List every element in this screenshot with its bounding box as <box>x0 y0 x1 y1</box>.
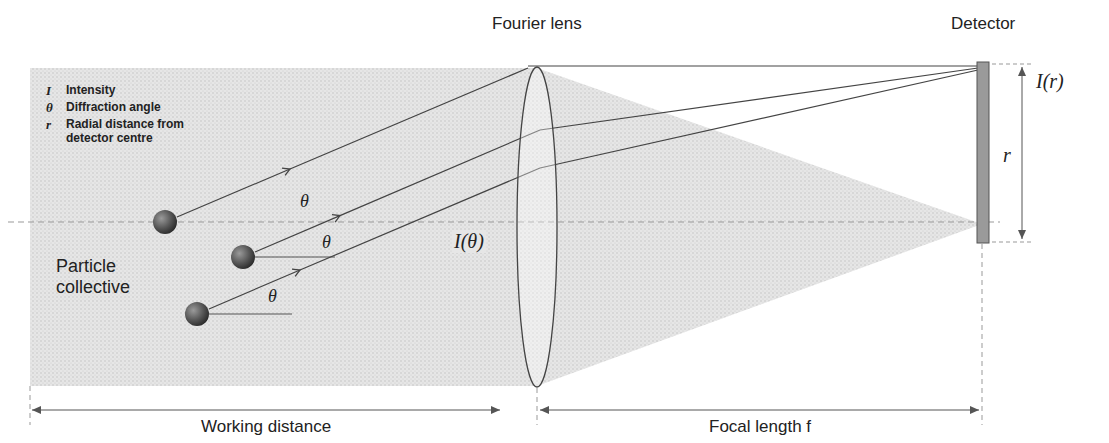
light-ray <box>209 168 540 309</box>
guide-line <box>30 386 31 425</box>
guide-line <box>982 244 983 425</box>
focused-cone <box>537 68 982 386</box>
part-title: Fourier lens <box>492 14 582 34</box>
symbol-label: I(θ) <box>452 230 486 253</box>
dimension-label: r <box>1003 144 1011 167</box>
symbol-label: I(r) <box>1036 70 1064 93</box>
guide-line <box>992 242 1032 243</box>
particle <box>153 210 177 234</box>
dimension-arrow <box>32 410 500 411</box>
light-ray <box>540 70 978 168</box>
dimension-label: Working distance <box>201 417 331 437</box>
guide-line <box>992 64 1032 65</box>
angle-label: θ <box>300 191 309 212</box>
reference-line <box>255 257 335 258</box>
dimension-arrow <box>1022 67 1023 239</box>
light-ray <box>528 65 978 66</box>
part-title: Detector <box>951 14 1015 34</box>
particle <box>231 245 255 269</box>
detector-plate <box>977 62 989 243</box>
light-ray <box>540 68 978 130</box>
angle-label: θ <box>322 232 331 253</box>
reference-line <box>209 314 292 315</box>
fourier-lens <box>517 67 557 387</box>
legend-text: Radial distance from detector centre <box>66 118 216 146</box>
angle-label: θ <box>268 286 277 307</box>
guide-line <box>537 388 538 425</box>
legend-symbol: r <box>46 118 51 133</box>
light-ray <box>177 68 528 217</box>
dimension-arrow <box>540 410 979 411</box>
legend-text: Intensity <box>66 84 115 98</box>
group-label: Particle collective <box>56 256 176 297</box>
light-ray <box>255 130 540 252</box>
particle <box>185 302 209 326</box>
legend-text: Diffraction angle <box>66 101 161 115</box>
legend-symbol: I <box>46 84 51 99</box>
dimension-label: Focal length f <box>709 417 811 437</box>
legend-symbol: θ <box>46 101 53 116</box>
beam-region <box>30 68 537 386</box>
